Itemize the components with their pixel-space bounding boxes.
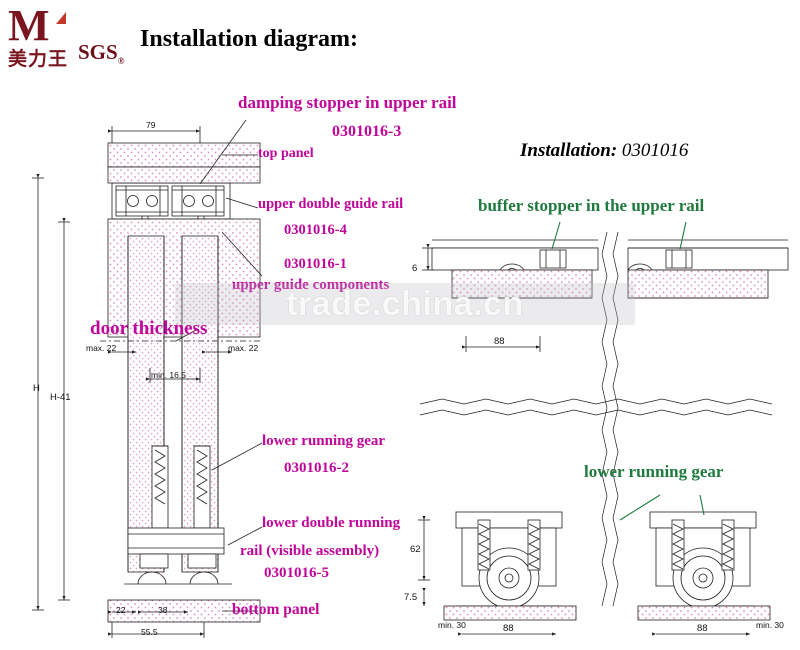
brand-mark-accent — [8, 8, 66, 46]
brand-triangle-icon — [56, 12, 66, 24]
dim-bottom-mid: 38 — [158, 605, 168, 615]
page-title: Installation diagram: — [140, 26, 359, 52]
installation-code-heading: Installation: 0301016 — [520, 140, 688, 162]
brand-mark: M — [8, 1, 50, 50]
callout-upper-guide-components-code: 0301016-1 — [284, 256, 347, 272]
callout-lower-running-gear: lower running gear — [262, 433, 386, 449]
dim-height-total: H — [33, 383, 40, 394]
callout-damping-stopper: damping stopper in upper rail — [238, 93, 457, 112]
dim-min-left: min. 30 — [438, 620, 466, 630]
installation-label: Installation: — [520, 140, 618, 161]
callout-top-panel: top panel — [258, 146, 314, 161]
watermark: trade.china.cn — [175, 283, 635, 325]
callout-lower-double-running-rail-code: 0301016-5 — [264, 565, 329, 581]
dim-min-thickness: min. 16.5 — [151, 370, 186, 380]
sgs-registered-mark: ® — [117, 56, 125, 67]
callout-buffer-stopper: buffer stopper in the upper rail — [478, 196, 705, 215]
callout-lower-double-running-rail-line1: lower double running — [262, 515, 401, 531]
sgs-text: SGS — [78, 40, 118, 64]
dim-rail-spacing: 88 — [494, 336, 505, 347]
dim-min-right: min. 30 — [756, 620, 784, 630]
dim-span-right: 88 — [697, 623, 708, 634]
installation-number: 0301016 — [621, 140, 689, 161]
callout-bottom-panel: bottom panel — [232, 601, 320, 618]
dim-max-left: max. 22 — [86, 343, 117, 353]
callout-lower-double-running-rail-line2: rail (visible assembly) — [240, 543, 380, 559]
callout-lower-running-gear-right: lower running gear — [584, 462, 724, 481]
brand-name-cn: 美力王 — [8, 49, 69, 70]
callout-upper-guide-components: upper guide components — [232, 277, 390, 293]
sgs-certification-logo: SGS® — [78, 40, 124, 66]
dim-top-width: 79 — [146, 120, 156, 130]
callout-upper-double-guide-rail: upper double guide rail — [258, 196, 404, 212]
dim-gear-height: 62 — [410, 544, 421, 555]
dim-bottom-left: 22 — [116, 605, 126, 615]
callout-lower-running-gear-code: 0301016-2 — [284, 460, 349, 476]
callout-upper-double-guide-rail-code: 0301016-4 — [284, 222, 347, 238]
callout-door-thickness: door thickness — [90, 318, 208, 339]
dim-height-minus: H-41 — [50, 392, 71, 403]
dim-span-left: 88 — [503, 623, 514, 634]
dim-max-right: max. 22 — [228, 343, 259, 353]
brand-logo: M 美力王 SGS® — [8, 1, 138, 71]
callout-damping-stopper-code: 0301016-3 — [332, 123, 402, 140]
dim-rail-height: 6 — [412, 263, 418, 274]
dim-bottom-total: 55.5 — [141, 627, 158, 637]
dim-clearance: 7.5 — [404, 592, 418, 603]
